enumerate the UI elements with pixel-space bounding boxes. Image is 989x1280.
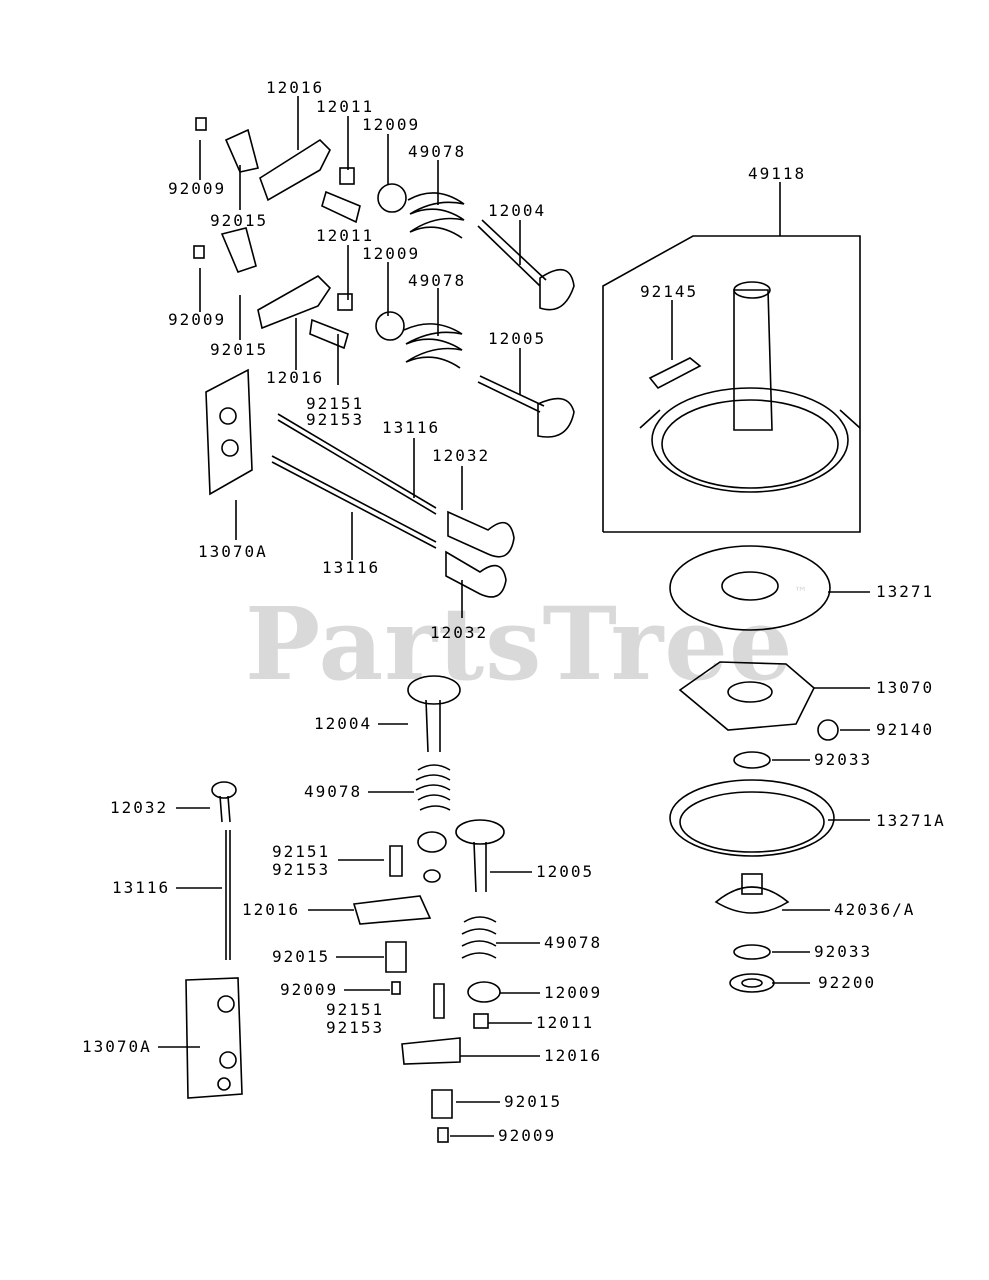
label-12011[interactable]: 12011 — [536, 1013, 595, 1032]
washer-13271 — [669, 545, 831, 631]
governor-weight-plate — [678, 661, 815, 731]
label-92151[interactable]: 92151 — [306, 394, 365, 413]
label-92153[interactable]: 92153 — [326, 1018, 385, 1037]
label-12009[interactable]: 12009 — [544, 983, 603, 1002]
label-49078[interactable]: 49078 — [408, 271, 467, 290]
label-12009[interactable]: 12009 — [362, 244, 421, 263]
label-92151[interactable]: 92151 — [326, 1000, 385, 1019]
label-12016[interactable]: 12016 — [266, 78, 325, 97]
label-92009[interactable]: 92009 — [168, 179, 227, 198]
label-13116[interactable]: 13116 — [112, 878, 171, 897]
label-13070A[interactable]: 13070A — [198, 542, 268, 561]
label-12009[interactable]: 12009 — [362, 115, 421, 134]
rocker-arm-middle — [257, 275, 332, 330]
valve-spring-upper — [407, 192, 465, 239]
label-13271[interactable]: 13271 — [876, 582, 935, 601]
label-92153[interactable]: 92153 — [306, 410, 365, 429]
label-12011[interactable]: 12011 — [316, 97, 375, 116]
label-49078[interactable]: 49078 — [544, 933, 603, 952]
label-12016[interactable]: 12016 — [242, 900, 301, 919]
cam-gear — [651, 387, 849, 493]
label-13271A[interactable]: 13271A — [876, 811, 946, 830]
governor-sleeve — [714, 886, 790, 914]
label-12032[interactable]: 12032 — [110, 798, 169, 817]
label-92015[interactable]: 92015 — [210, 340, 269, 359]
label-12032[interactable]: 12032 — [432, 446, 491, 465]
label-13070[interactable]: 13070 — [876, 678, 935, 697]
pushrod-lower — [271, 455, 437, 543]
label-13116[interactable]: 13116 — [322, 558, 381, 577]
valve-intake-upper — [477, 219, 575, 311]
label-92033[interactable]: 92033 — [814, 750, 873, 769]
label-92009[interactable]: 92009 — [168, 310, 227, 329]
label-92145[interactable]: 92145 — [640, 282, 699, 301]
watermark: PartsTree™ — [245, 585, 809, 703]
label-92015[interactable]: 92015 — [272, 947, 331, 966]
label-92153[interactable]: 92153 — [272, 860, 331, 879]
tappet-plate-lower — [185, 977, 243, 1099]
label-49078[interactable]: 49078 — [304, 782, 363, 801]
label-92015[interactable]: 92015 — [210, 211, 269, 230]
label-12016[interactable]: 12016 — [544, 1046, 603, 1065]
label-13116[interactable]: 13116 — [382, 418, 441, 437]
ball-92140 — [817, 719, 839, 741]
label-49118[interactable]: 49118 — [748, 164, 807, 183]
dish-13271A — [669, 779, 835, 857]
label-12004[interactable]: 12004 — [488, 201, 547, 220]
label-12005[interactable]: 12005 — [536, 862, 595, 881]
camshaft-assembly-box — [602, 235, 861, 533]
label-92151[interactable]: 92151 — [272, 842, 331, 861]
label-92009[interactable]: 92009 — [498, 1126, 557, 1145]
label-13070A[interactable]: 13070A — [82, 1037, 152, 1056]
label-12011[interactable]: 12011 — [316, 226, 375, 245]
label-92140[interactable]: 92140 — [876, 720, 935, 739]
label-92200[interactable]: 92200 — [818, 973, 877, 992]
label-12032[interactable]: 12032 — [430, 623, 489, 642]
label-92009[interactable]: 92009 — [280, 980, 339, 999]
camshaft — [733, 289, 773, 431]
label-92015[interactable]: 92015 — [504, 1092, 563, 1111]
valve-spring-middle — [403, 323, 463, 369]
label-12016[interactable]: 12016 — [266, 368, 325, 387]
label-92033[interactable]: 92033 — [814, 942, 873, 961]
pushrod-upper — [277, 413, 437, 509]
label-42036-A[interactable]: 42036/A — [834, 900, 916, 919]
label-12005[interactable]: 12005 — [488, 329, 547, 348]
rocker-arm-upper — [259, 138, 331, 202]
tappet-plate-upper — [205, 368, 253, 496]
label-12004[interactable]: 12004 — [314, 714, 373, 733]
valve-exhaust-upper — [477, 375, 575, 438]
label-49078[interactable]: 49078 — [408, 142, 467, 161]
